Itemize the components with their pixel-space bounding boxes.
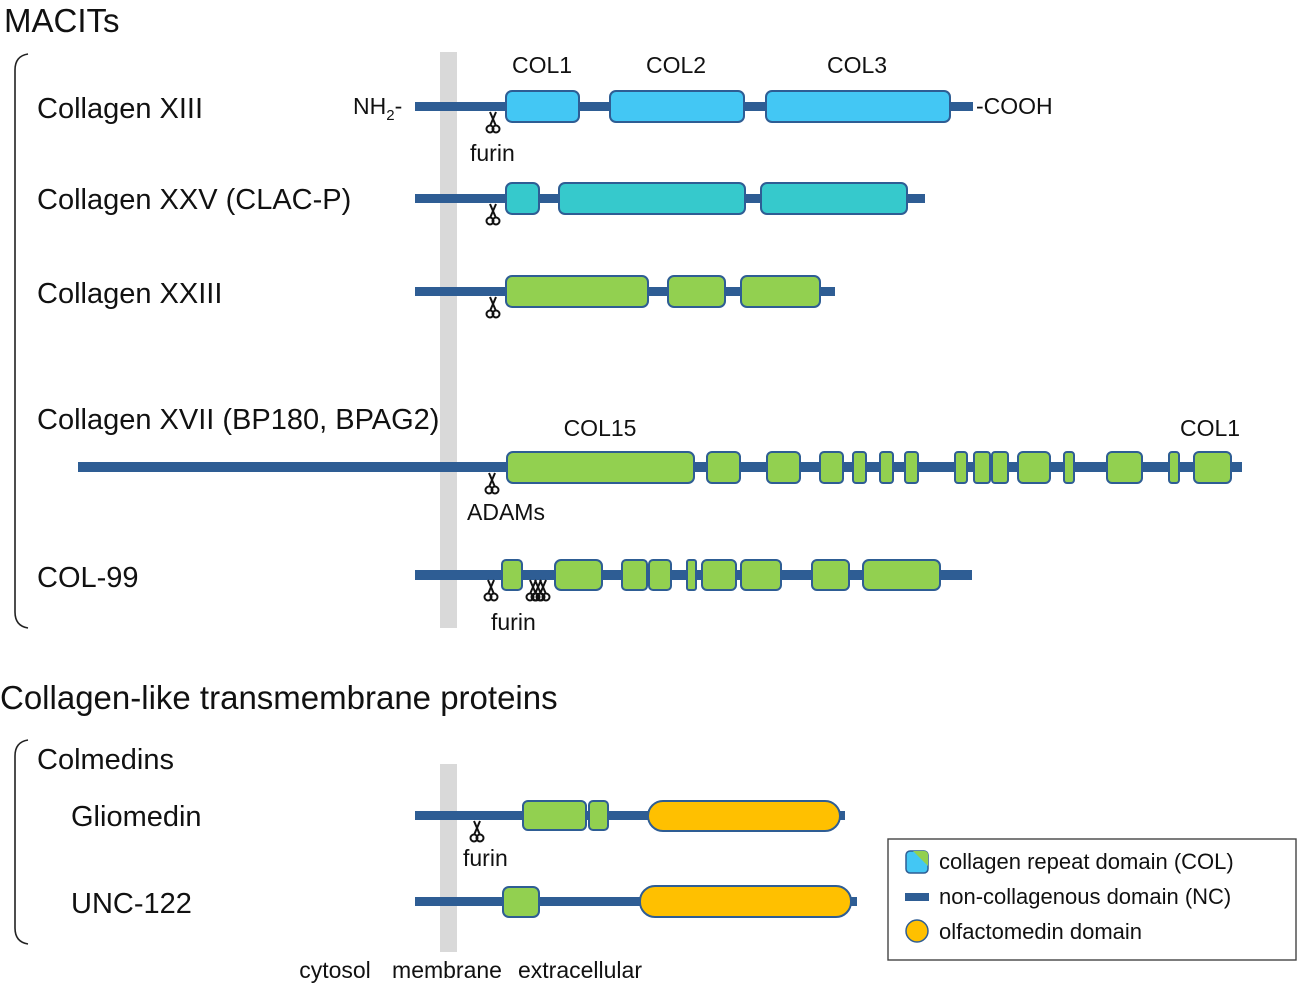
col-domain bbox=[1063, 451, 1075, 484]
colmedins-bracket bbox=[14, 739, 29, 945]
protein-name: Collagen XXIII bbox=[37, 278, 222, 310]
protein-name: COL-99 bbox=[37, 562, 139, 594]
collagen-domain-swatch bbox=[905, 850, 929, 874]
domain-label: COL1 bbox=[1180, 415, 1240, 441]
membrane-bar-top bbox=[440, 52, 457, 628]
compartment-extracellular: extracellular bbox=[518, 957, 642, 983]
olfactomedin-domain bbox=[647, 800, 841, 832]
macits-title: MACITs bbox=[4, 2, 120, 39]
domain-label: COL1 bbox=[512, 52, 572, 78]
cleavage-label: furin bbox=[470, 140, 515, 166]
legend-label: olfactomedin domain bbox=[939, 919, 1142, 944]
compartment-membrane: membrane bbox=[392, 957, 502, 983]
scissors-icon bbox=[485, 111, 501, 134]
col-domain bbox=[766, 451, 801, 484]
col-domain bbox=[991, 451, 1009, 484]
col-domain bbox=[954, 451, 968, 484]
legend-box bbox=[887, 838, 1297, 961]
cleavage-label: furin bbox=[463, 845, 508, 871]
col-domain bbox=[740, 275, 821, 308]
col-domain bbox=[852, 451, 867, 484]
domain-label: COL3 bbox=[827, 52, 887, 78]
legend-label: non-collagenous domain (NC) bbox=[939, 884, 1231, 909]
collagen-xvii-row: Collagen XVII (BP180, BPAG2) COL15 COL1 … bbox=[37, 404, 1242, 525]
c-terminus-label: -COOH bbox=[976, 93, 1053, 119]
collagen-xiii-row: Collagen XIII NH2- COL1 COL2 COL3 -COOH … bbox=[37, 52, 1053, 166]
col-domain bbox=[686, 559, 697, 591]
protein-name: UNC-122 bbox=[71, 888, 192, 920]
col-domain bbox=[740, 559, 782, 591]
protein-name: Gliomedin bbox=[71, 801, 202, 833]
colmedins-title: Colmedins bbox=[37, 744, 174, 776]
col-domain bbox=[554, 559, 603, 591]
col-domain bbox=[904, 451, 919, 484]
protein-name: Collagen XIII bbox=[37, 93, 203, 125]
collagen-xxv-row: Collagen XXV (CLAC-P) bbox=[37, 182, 925, 226]
col-domain bbox=[765, 90, 951, 123]
domain-label: COL2 bbox=[646, 52, 706, 78]
protein-name: Collagen XXV (CLAC-P) bbox=[37, 184, 351, 216]
membrane-bar-bottom bbox=[440, 764, 457, 952]
legend: collagen repeat domain (COL) non-collage… bbox=[887, 838, 1297, 961]
col-domain bbox=[558, 182, 746, 215]
col-domain bbox=[502, 886, 540, 918]
cleavage-label: ADAMs bbox=[467, 499, 545, 525]
col-domain bbox=[973, 451, 991, 484]
col-domain bbox=[706, 451, 741, 484]
scissors-icon bbox=[483, 579, 499, 602]
cleavage-label: furin bbox=[491, 609, 536, 635]
nc-backbone bbox=[415, 897, 857, 906]
col-domain bbox=[621, 559, 648, 591]
col-99-row: COL-99 furin bbox=[37, 559, 972, 635]
scissors-icon bbox=[485, 296, 501, 319]
col-domain bbox=[1106, 451, 1143, 484]
olfactomedin-swatch bbox=[905, 919, 929, 943]
col-domain bbox=[667, 275, 726, 308]
col-domain bbox=[862, 559, 941, 591]
compartment-cytosol: cytosol bbox=[299, 957, 371, 983]
legend-label: collagen repeat domain (COL) bbox=[939, 849, 1234, 874]
collagen-xxiii-row: Collagen XXIII bbox=[37, 275, 835, 319]
macits-bracket bbox=[14, 53, 29, 629]
olfactomedin-domain bbox=[639, 885, 852, 918]
col-domain bbox=[505, 182, 540, 215]
scissors-icon bbox=[484, 472, 500, 495]
unc-122-row: UNC-122 bbox=[71, 885, 857, 920]
col-domain bbox=[760, 182, 908, 215]
scissors-icon bbox=[485, 203, 501, 226]
nc-backbone bbox=[415, 811, 845, 820]
col-domain bbox=[1168, 451, 1180, 484]
col-domain bbox=[879, 451, 894, 484]
col-domain bbox=[701, 559, 737, 591]
nc-domain-line bbox=[905, 893, 929, 901]
col-domain bbox=[648, 559, 672, 591]
scissors-icon bbox=[535, 579, 551, 602]
n-terminus-label: NH2- bbox=[353, 93, 402, 124]
col-domain bbox=[1017, 451, 1051, 484]
col-domain bbox=[505, 90, 580, 123]
protein-name: Collagen XVII (BP180, BPAG2) bbox=[37, 404, 439, 436]
domain-label: COL15 bbox=[564, 415, 637, 441]
col-domain bbox=[588, 800, 609, 831]
col-domain bbox=[506, 451, 695, 484]
col-domain bbox=[811, 559, 850, 591]
col-domain bbox=[522, 800, 587, 831]
col-domain bbox=[609, 90, 745, 123]
gliomedin-row: Gliomedin furin bbox=[71, 800, 845, 871]
collagen-like-title: Collagen-like transmembrane proteins bbox=[0, 679, 558, 716]
col-domain bbox=[819, 451, 844, 484]
col-domain bbox=[501, 559, 523, 591]
col-domain bbox=[505, 275, 649, 308]
scissors-icon bbox=[469, 820, 485, 843]
col-domain bbox=[1193, 451, 1232, 484]
